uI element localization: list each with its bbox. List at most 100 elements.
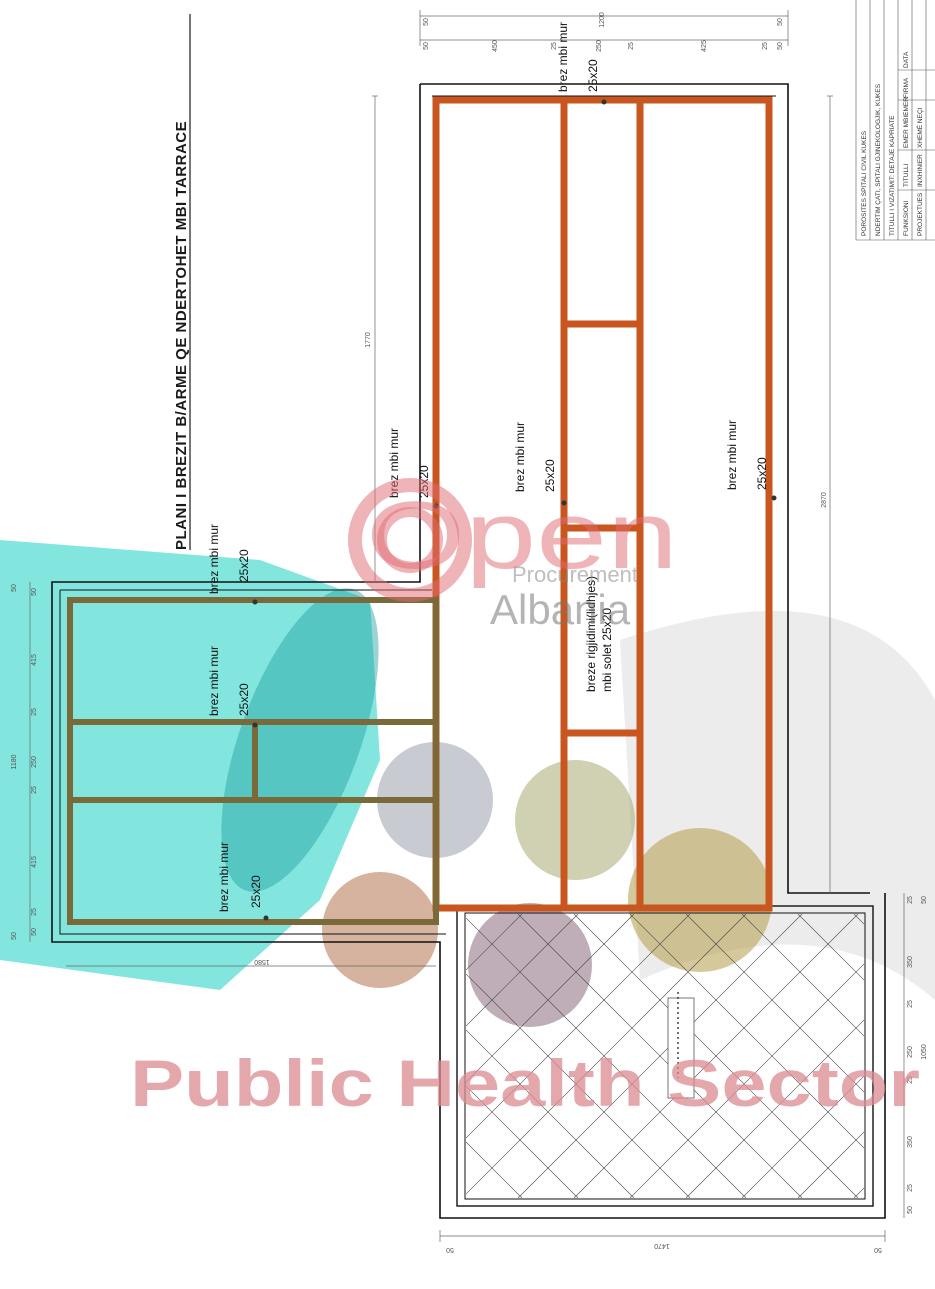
dim-bottom-end-right: 50	[874, 1246, 882, 1253]
svg-text:350: 350	[907, 1136, 914, 1148]
svg-text:25: 25	[907, 1184, 914, 1192]
svg-text:25: 25	[551, 42, 558, 50]
drawing-title: PLANI I BREZIT B/ARME QE NDERTOHET MBI T…	[173, 121, 190, 550]
beam-label-size: 25x20	[237, 549, 251, 582]
hatch-line	[466, 914, 635, 1083]
watermark-sub1: Procurement	[512, 562, 638, 587]
open-procurement-watermark: Open Procurement Albania	[348, 478, 678, 633]
watermark-brand: Open	[366, 482, 678, 589]
hatch-line	[741, 1075, 864, 1198]
svg-text:25: 25	[762, 42, 769, 50]
dim-left-outer: 1180	[11, 754, 18, 769]
title-block-row-2: NDERTIM ÇATI, SPITALI GJINEKOLOGJIK, KUK…	[875, 83, 882, 236]
beam-label-text: brez mbi mur	[217, 842, 231, 912]
title-block-header-funksioni: FUNKSIONI	[903, 200, 910, 236]
beam-label-size: 25x20	[586, 59, 600, 92]
svg-text:50: 50	[31, 588, 38, 596]
beam-label-3: brez mbi mur 25x20	[217, 842, 263, 912]
rigid-label-line2: mbi solet 25x20	[600, 608, 614, 692]
public-health-banner: Public Health Sector	[130, 1046, 920, 1120]
svg-text:350: 350	[907, 956, 914, 968]
svg-text:25: 25	[31, 908, 38, 916]
leader-dots	[252, 99, 777, 921]
title-block-header-titulli: TITULLI	[903, 163, 910, 187]
svg-text:50: 50	[777, 42, 784, 50]
hatch-line	[629, 963, 864, 1198]
teal-watermark-shape	[0, 540, 380, 990]
beam-label-size: 25x20	[249, 875, 263, 908]
title-block-name: XHEMË NEÇI	[916, 107, 924, 148]
hatch-line	[797, 914, 864, 981]
title-block-inxhinier: INXHINIER	[917, 154, 924, 187]
svg-text:415: 415	[31, 856, 38, 868]
hatch-line	[573, 914, 859, 1198]
hatch-line	[685, 1019, 864, 1198]
svg-text:250: 250	[907, 1046, 914, 1058]
beam-label-text: brez mbi mur	[207, 646, 221, 716]
rigid-label-line1: breze rigjidimi(lidhjes)	[584, 576, 598, 692]
beam-label-text: brez mbi mur	[513, 422, 527, 492]
beam-label-size: 25x20	[237, 683, 251, 716]
hatch-line	[741, 914, 864, 1037]
dim-bottom-total: 1470	[654, 1242, 670, 1249]
title-block-row-1: POROSITES SPITALI CIVIL KUKES	[861, 130, 868, 236]
hatch-line	[466, 1141, 523, 1198]
svg-text:50: 50	[921, 896, 928, 904]
svg-text:25: 25	[31, 786, 38, 794]
hatch-line	[466, 914, 691, 1139]
beam-label-7: brez mbi mur 25x20	[725, 420, 769, 490]
hatch-line	[466, 914, 579, 1027]
svg-text:25: 25	[907, 896, 914, 904]
dim-right-side: 50 25 350 25 250 25 350 25 50	[907, 896, 928, 1214]
dim-top-inner: 50 450 25 250 25 425 25 50	[423, 40, 784, 52]
dim-bottom-end-left: 50	[446, 1246, 454, 1253]
hatch-line	[517, 914, 803, 1198]
beam-label-size: 25x20	[543, 459, 557, 492]
drain-marker	[667, 992, 695, 1099]
svg-text:415: 415	[31, 654, 38, 666]
dimension-lines	[29, 10, 905, 1242]
beam-label-text: brez mbi mur	[725, 420, 739, 490]
svg-text:25: 25	[907, 1000, 914, 1008]
hatch-line	[797, 1131, 864, 1198]
watermark-sub2: Albania	[490, 586, 631, 633]
svg-text:425: 425	[701, 40, 708, 52]
dim-right-total: 1050	[921, 1044, 928, 1060]
svg-text:25: 25	[31, 708, 38, 716]
hatch-line	[466, 1085, 579, 1198]
beam-label-6: brez mbi mur 25x20	[556, 22, 600, 92]
svg-text:250: 250	[596, 40, 603, 52]
title-block-header-emer: EMER MBIEMER	[903, 97, 910, 148]
dim-top-outer: 50 1200 50	[423, 12, 784, 28]
title-block-row-3: TITULLI I VIZATIMIT: DETAJE KAPRIATE	[889, 115, 896, 236]
svg-text:1200: 1200	[599, 12, 606, 28]
beam-label-size: 25x20	[755, 457, 769, 490]
svg-text:25: 25	[907, 1076, 914, 1084]
svg-text:50: 50	[31, 928, 38, 936]
svg-text:50: 50	[423, 42, 430, 50]
dim-left-inner: 50 50 415 25 250 25 415 25 50 50	[11, 584, 38, 940]
beam-label-2: brez mbi mur 25x20	[207, 646, 251, 716]
title-block: POROSITES SPITALI CIVIL KUKES NDERTIM ÇA…	[855, 0, 935, 241]
dim-long-left: 1770	[365, 332, 372, 348]
beam-label-1: brez mbi mur 25x20	[207, 524, 251, 594]
svg-text:25: 25	[628, 42, 635, 50]
beam-label-5: brez mbi mur 25x20	[513, 422, 557, 492]
rigid-beam-label: breze rigjidimi(lidhjes) mbi solet 25x20	[584, 576, 614, 692]
hatch-line	[466, 914, 523, 971]
title-block-header-data: DATA	[903, 51, 910, 68]
beams-olive	[67, 597, 439, 925]
svg-text:50: 50	[423, 18, 430, 26]
dim-left-bottom: 1580	[254, 958, 270, 965]
svg-text:50: 50	[777, 18, 784, 26]
outer-walls	[51, 83, 886, 1219]
svg-text:50: 50	[11, 932, 18, 940]
svg-text:250: 250	[31, 756, 38, 768]
title-block-projektues: PROJEKTUES	[917, 192, 924, 236]
terrace-hatch	[466, 914, 864, 1198]
beam-label-text: brez mbi mur	[556, 22, 570, 92]
title-block-header-firma: FIRMA	[903, 77, 910, 98]
hatch-line	[466, 914, 747, 1195]
svg-text:50: 50	[907, 1206, 914, 1214]
